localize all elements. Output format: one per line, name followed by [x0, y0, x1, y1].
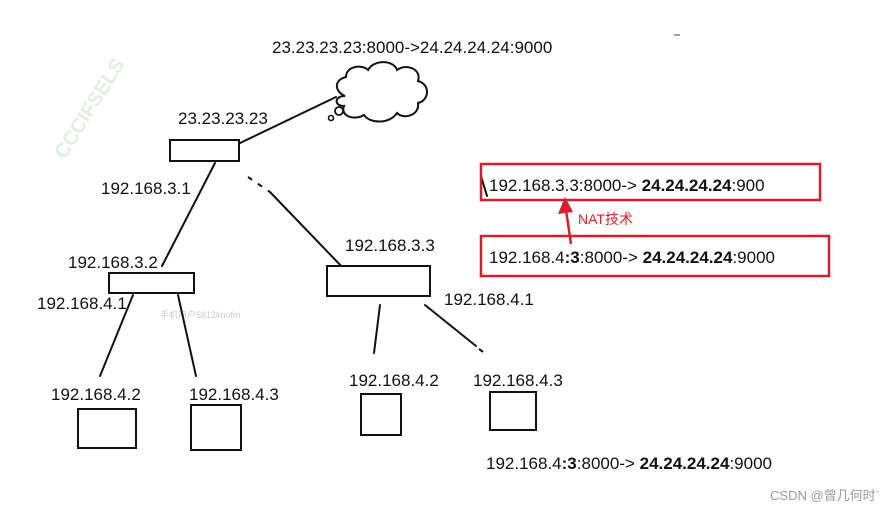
right-host1-box [360, 393, 402, 436]
nat-lower-src-c: :8000-> [580, 248, 643, 267]
right-router-wan-ip: 192.168.3.3 [345, 236, 435, 255]
left-host1-box [77, 408, 137, 449]
left-host2-line [177, 294, 197, 377]
left-router-wan-ip: 192.168.3.1 [101, 179, 191, 198]
left-host2-ip: 192.168.4.3 [189, 385, 279, 404]
left-router-box [108, 272, 195, 294]
right-host1-ip: 192.168.4.2 [349, 371, 439, 390]
nat-lower-dst: 24.24.24.24 [643, 248, 733, 267]
left-host2-box [190, 404, 242, 451]
right-host2-line [424, 304, 477, 347]
nat-technique-label: NAT技术 [578, 211, 633, 227]
public-router-box [169, 139, 240, 162]
public-router-ip: 23.23.23.23 [178, 109, 268, 128]
uplink-line [237, 96, 337, 145]
csdn-credit: CSDN @曾几何时` [770, 488, 880, 503]
bottom-src-b: :3 [562, 454, 577, 473]
nat-lower-src-a: 192.168.4 [489, 248, 565, 267]
left-host1-line [99, 294, 134, 377]
bottom-src-c: :8000-> [577, 454, 640, 473]
right-branch-line [269, 191, 347, 272]
right-router-box [326, 265, 431, 297]
bottom-src-a: 192.168.4 [486, 454, 562, 473]
left-router-lan-ip: 192.168.3.2 [68, 253, 158, 272]
nat-upper-dst: 24.24.24.24 [642, 176, 732, 195]
cloud-icon [327, 61, 428, 123]
nat-lower-src-b: :3 [565, 248, 580, 267]
left-host1-ip: 192.168.4.2 [51, 385, 141, 404]
nat-upper-port: :900 [731, 176, 764, 195]
nat-upper-text: 192.168.3.3:8000-> 24.24.24.24:900 [489, 176, 765, 195]
right-host2-dash [478, 348, 487, 355]
nat-upper-box [479, 162, 822, 202]
top-mapping-label: 23.23.23.23:8000->24.24.24.24:9000 [272, 38, 552, 57]
stamp-watermark: CCCIFSELS [51, 55, 130, 163]
bottom-dst: 24.24.24.24 [640, 454, 730, 473]
bottom-port: :9000 [729, 454, 772, 473]
nat-panel: 192.168.3.3:8000-> 24.24.24.24:900 NAT技术… [479, 162, 831, 278]
right-router-lan-ip: 192.168.4.1 [444, 290, 534, 309]
nat-lower-text: 192.168.4:3:8000-> 24.24.24.24:9000 [489, 248, 775, 267]
right-host2-box [489, 391, 537, 431]
left-router-sub-ip: 192.168.4.1 [37, 294, 127, 313]
left-branch-line [161, 162, 216, 267]
right-host2-ip: 192.168.4.3 [473, 371, 563, 390]
nat-lower-box [479, 234, 831, 278]
right-branch-dash [247, 176, 271, 193]
nat-arrow-icon [558, 197, 573, 245]
user-watermark: 手机用户5812knufm [160, 309, 241, 320]
nat-upper-src: 192.168.3.3:8000-> [489, 176, 642, 195]
right-host1-line [373, 304, 381, 354]
nat-lower-port: :9000 [732, 248, 775, 267]
bottom-mapping-text: 192.168.4:3:8000-> 24.24.24.24:9000 [486, 454, 772, 473]
